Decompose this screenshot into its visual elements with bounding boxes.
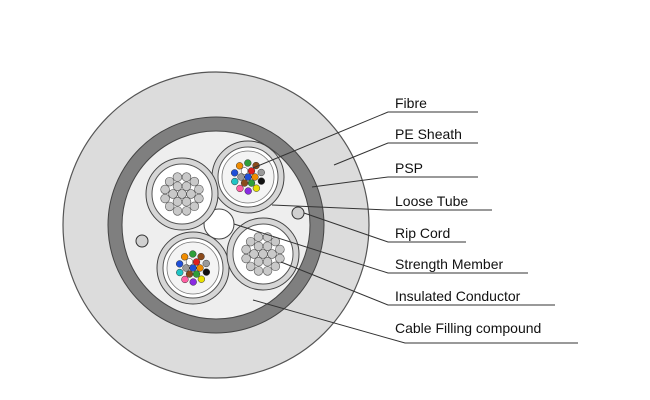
fibre-strand xyxy=(235,162,244,170)
label-rip-cord: Rip Cord xyxy=(395,225,450,241)
insulated-conductor-strand xyxy=(258,249,268,259)
label-insulated-conductor: Insulated Conductor xyxy=(395,288,521,304)
insulated-conductor-strand xyxy=(275,253,285,264)
fibre-strand xyxy=(244,187,252,195)
label-fibre: Fibre xyxy=(395,95,427,111)
insulated-conductor-strand xyxy=(267,249,277,259)
insulated-conductor-strand xyxy=(160,184,170,195)
leader-strength-member xyxy=(233,223,528,274)
insulated-conductor-strand xyxy=(160,193,170,204)
leader-fibre xyxy=(252,111,478,169)
insulated-conductor-strand xyxy=(172,181,183,191)
loose-tube-bottom-left xyxy=(156,231,230,305)
fibre-strand xyxy=(176,268,184,277)
fibre-strand xyxy=(202,268,211,276)
fibre-strand xyxy=(236,184,244,193)
label-group: Fibre PE Sheath PSP Loose Tube Rip Cord … xyxy=(395,95,541,336)
insulated-conductor-strand xyxy=(262,257,273,267)
fibre-bundle-bottom-left xyxy=(175,250,211,286)
leader-cable-filling-compound xyxy=(252,299,578,344)
fibre-strand xyxy=(244,173,252,181)
insulated-conductor-strand xyxy=(181,206,192,216)
label-pe-sheath: PE Sheath xyxy=(395,126,462,142)
insulated-conductor-strand xyxy=(181,197,192,207)
conductor-bundle-top-left xyxy=(160,172,204,216)
fibre-strand xyxy=(240,179,249,187)
leader-insulated-conductor xyxy=(280,261,555,306)
insulated-conductor-strand xyxy=(253,266,264,276)
fibre-strand xyxy=(197,275,206,283)
leader-lines xyxy=(233,111,578,344)
fibre-strand xyxy=(189,250,197,258)
fibre-strand xyxy=(251,173,259,181)
fibre-strand xyxy=(252,184,261,192)
fibre-strand xyxy=(192,270,201,278)
leader-rip-cord xyxy=(303,212,466,243)
fibre-strand xyxy=(182,264,190,272)
insulated-conductor-group-top-left xyxy=(145,157,219,231)
insulated-conductor-strand xyxy=(241,253,251,264)
fibre-strand xyxy=(181,275,189,284)
insulated-conductor-strand xyxy=(194,193,204,204)
insulated-conductor-strand xyxy=(172,197,183,207)
insulated-conductor-strand xyxy=(186,189,196,199)
insulated-conductor-strand xyxy=(262,241,273,251)
fibre-strand xyxy=(257,168,265,177)
insulated-conductor-strand xyxy=(270,261,281,272)
fibre-strand xyxy=(192,258,201,266)
label-loose-tube: Loose Tube xyxy=(395,193,468,209)
fibre-strand xyxy=(231,177,239,186)
insulated-conductor-strand xyxy=(241,244,251,255)
fibre-strand xyxy=(257,177,266,185)
insulated-conductor-strand xyxy=(245,236,256,247)
fibre-strand xyxy=(230,169,239,177)
insulated-conductor-strand xyxy=(245,261,256,272)
insulated-conductor-strand xyxy=(172,206,183,216)
fibre-strand xyxy=(247,167,256,175)
rip-cord-right xyxy=(291,206,305,220)
loose-tube-top-right xyxy=(211,140,285,214)
insulated-conductor-strand xyxy=(181,172,192,182)
fibre-strand xyxy=(185,270,194,278)
insulated-conductor-strand xyxy=(253,232,264,242)
insulated-conductor-strand xyxy=(275,244,285,255)
insulated-conductor-strand xyxy=(189,201,200,212)
fibre-strand xyxy=(202,259,210,268)
label-cable-filling-compound: Cable Filling compound xyxy=(395,320,541,336)
insulated-conductor-strand xyxy=(253,241,264,251)
label-psp: PSP xyxy=(395,160,423,176)
fibre-strand xyxy=(180,253,189,261)
fibre-strand xyxy=(244,159,252,167)
insulated-conductor-strand xyxy=(164,201,175,212)
fibre-strand xyxy=(240,167,249,175)
leader-pe-sheath xyxy=(333,142,478,166)
fibre-strand xyxy=(185,258,194,266)
insulated-conductor-strand xyxy=(177,189,187,199)
leader-psp xyxy=(311,176,478,188)
fibre-bundle-top-right xyxy=(230,159,266,195)
rip-cord-left xyxy=(135,234,149,248)
fibre-strand xyxy=(196,264,204,272)
conductor-bundle-bottom-right xyxy=(241,232,285,276)
label-strength-member: Strength Member xyxy=(395,256,503,272)
insulated-conductor-strand xyxy=(164,176,175,187)
insulated-conductor-strand xyxy=(194,184,204,195)
insulated-conductor-strand xyxy=(253,257,264,267)
fibre-strand xyxy=(197,252,205,261)
insulated-conductor-group-bottom-right xyxy=(226,217,300,291)
insulated-conductor-strand xyxy=(262,266,273,276)
fibre-strand xyxy=(175,260,184,268)
fibre-strand xyxy=(189,278,197,286)
fibre-strand xyxy=(189,264,197,272)
insulated-conductor-strand xyxy=(168,189,178,199)
fibre-strand xyxy=(247,179,256,187)
insulated-conductor-strand xyxy=(189,176,200,187)
insulated-conductor-strand xyxy=(249,249,259,259)
insulated-conductor-strand xyxy=(172,172,183,182)
fibre-strand xyxy=(237,173,245,181)
leader-loose-tube xyxy=(271,204,492,211)
insulated-conductor-strand xyxy=(181,181,192,191)
